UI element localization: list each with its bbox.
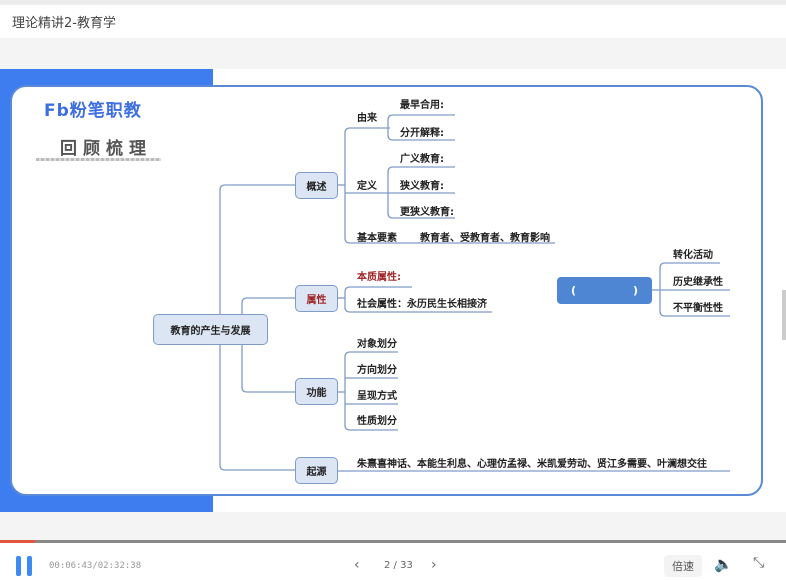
next-page-button[interactable]: › — [431, 557, 437, 573]
pause-icon — [16, 556, 21, 576]
item: 方向划分 — [357, 365, 397, 376]
paren-open: ( — [571, 284, 577, 297]
label-elements: 基本要素 — [357, 233, 397, 244]
window-title: 理论精讲2-教育学 — [12, 16, 116, 31]
progress-bar[interactable] — [0, 540, 786, 543]
item: 性质划分 — [357, 416, 397, 427]
prev-page-button[interactable]: ‹ — [354, 557, 360, 573]
blank-node: ( ) — [557, 277, 652, 304]
paren-close: ) — [632, 284, 638, 297]
volume-icon[interactable]: 🔈 — [714, 555, 733, 573]
node-source: 起源 — [295, 457, 338, 484]
toolbar-band — [0, 38, 786, 69]
item: 呈现方式 — [357, 391, 397, 402]
item: 分开解释: — [400, 128, 444, 139]
pause-button[interactable] — [15, 556, 35, 576]
player-band — [0, 512, 786, 541]
fullscreen-icon[interactable]: ⤡ — [753, 555, 765, 571]
label-definition: 定义 — [357, 181, 377, 192]
item: 历史继承性 — [673, 277, 723, 288]
label-origin: 由来 — [357, 113, 377, 124]
page-indicator: 2 / 33 — [384, 560, 413, 571]
item: 狭义教育: — [400, 181, 444, 192]
node-overview: 概述 — [295, 172, 338, 199]
elements-value: 教育者、受教育者、教育影响 — [420, 233, 550, 244]
item: 不平衡性性 — [673, 303, 723, 314]
scrollbar[interactable] — [782, 290, 786, 340]
essential-attribute: 本质属性: — [357, 272, 401, 283]
progress-fill — [0, 540, 35, 543]
item: 对象划分 — [357, 339, 397, 350]
social-attribute: 社会属性：永历民生长相接济 — [357, 299, 487, 310]
node-function: 功能 — [295, 378, 338, 405]
item: 最早合用: — [400, 100, 444, 111]
node-attribute: 属性 — [295, 285, 338, 312]
item: 转化活动 — [673, 250, 713, 261]
item: 更狭义教育: — [400, 207, 454, 218]
decorative-underline — [36, 158, 161, 161]
top-strip — [0, 0, 786, 5]
speed-button[interactable]: 倍速 — [664, 555, 702, 577]
time-display: 00:06:43/02:32:38 — [49, 561, 142, 571]
root-node: 教育的产生与发展 — [153, 314, 268, 345]
pause-icon — [27, 556, 32, 576]
source-value: 朱熹喜神话、本能生利息、心理仿孟禄、米凯爱劳动、贤江多需要、叶澜想交往 — [357, 459, 707, 470]
brand-logo: Fb粉笔职教 — [44, 101, 142, 121]
item: 广义教育: — [400, 154, 444, 165]
slide-heading: 回顾梳理 — [60, 139, 152, 159]
